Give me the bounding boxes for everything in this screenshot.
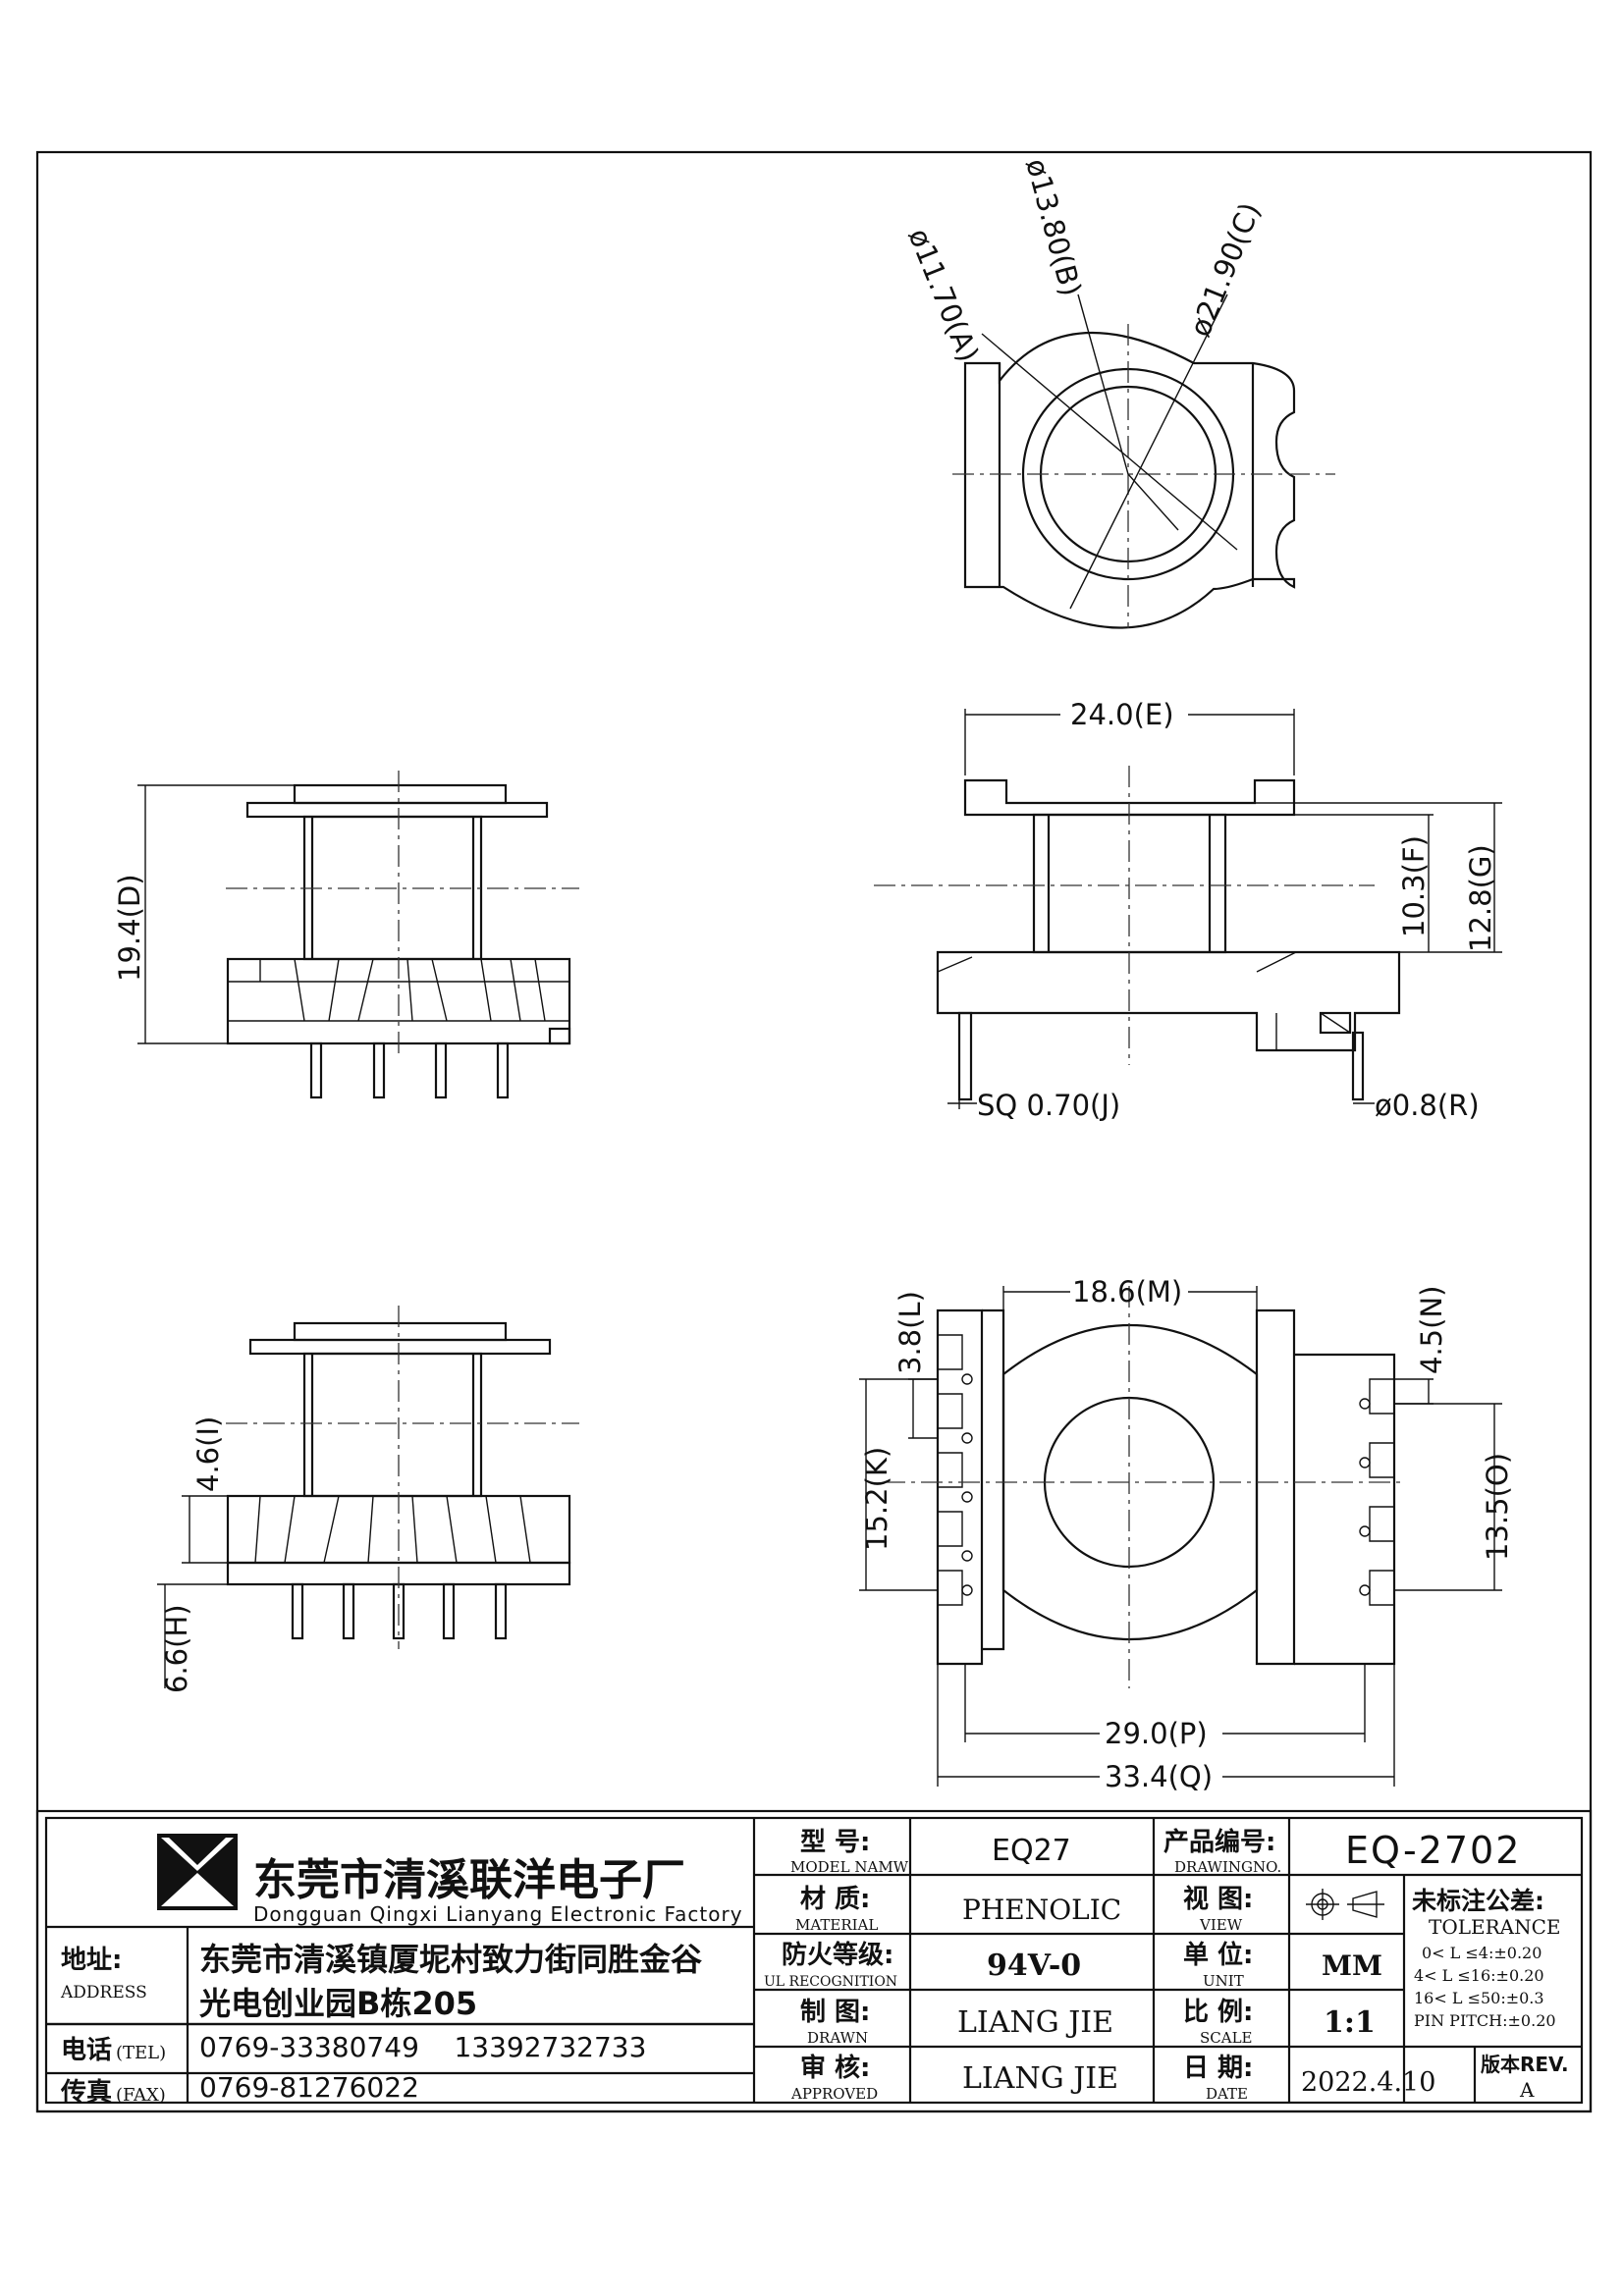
approved-label-en: APPROVED — [790, 2085, 878, 2103]
rev-value: A — [1519, 2078, 1535, 2102]
tolerance-label-en: TOLERANCE — [1429, 1915, 1561, 1939]
date-label-en: DATE — [1206, 2085, 1248, 2103]
material-value: PHENOLIC — [962, 1894, 1121, 1926]
dim-l: 3.8(L) — [893, 1291, 927, 1374]
address-label-en: ADDRESS — [60, 1983, 147, 2002]
top-view: ø11.70(A) ø13.80(B) ø21.90(C) — [902, 155, 1335, 629]
company-name-cn: 东莞市清溪联洋电子厂 — [253, 1855, 685, 1905]
material-label-en: MATERIAL — [795, 1916, 878, 1934]
dim-h: 6.6(H) — [160, 1604, 193, 1693]
tolerance-line-3: 16< L ≤50:±0.3 — [1414, 1989, 1544, 2007]
dim-i: 4.6(I) — [191, 1416, 225, 1492]
projection-symbol-icon — [1306, 1889, 1384, 1920]
tel-value: 0769-33380749 13392732733 — [199, 2031, 646, 2063]
dim-e: 24.0(E) — [1070, 698, 1174, 731]
address-line-2: 光电创业园B栋205 — [199, 1985, 477, 2022]
approved-label-cn: 审 核: — [800, 2053, 870, 2083]
view-label-en: VIEW — [1199, 1916, 1243, 1934]
dim-c: ø21.90(C) — [1183, 198, 1267, 342]
date-label-cn: 日 期: — [1183, 2054, 1253, 2083]
unit-value: MM — [1322, 1949, 1382, 1982]
model-value: EQ27 — [992, 1834, 1071, 1868]
dim-d: 19.4(D) — [113, 874, 146, 982]
scale-label-en: SCALE — [1200, 2029, 1253, 2047]
drawn-label-en: DRAWN — [807, 2029, 868, 2047]
unit-label-cn: 单 位: — [1183, 1940, 1253, 1970]
approved-value: LIANG JIE — [962, 2061, 1118, 2096]
dim-k: 15.2(K) — [860, 1447, 893, 1551]
dim-a: ø11.70(A) — [902, 224, 986, 367]
date-value: 2022.4.10 — [1301, 2067, 1435, 2098]
view-label-cn: 视 图: — [1183, 1885, 1253, 1914]
dim-o: 13.5(O) — [1481, 1453, 1514, 1561]
fax-label-en: (FAX) — [116, 2085, 166, 2106]
dim-b: ø13.80(B) — [1019, 155, 1088, 299]
left-lower-view: 4.6(I) 6.6(H) — [157, 1306, 579, 1693]
fax-label-cn: 传真 — [60, 2078, 112, 2108]
model-label-en: MODEL NAMW — [790, 1858, 909, 1876]
material-label-cn: 材 质: — [800, 1885, 870, 1914]
unit-label-en: UNIT — [1203, 1972, 1244, 1990]
bottom-view: 18.6(M) 3.8(L) 15.2(K) 4.5(N) 13.5(O) 29… — [859, 1275, 1514, 1793]
dim-r: ø0.8(R) — [1375, 1089, 1480, 1122]
address-label-cn: 地址: — [61, 1946, 122, 1975]
tolerance-line-2: 4< L ≤16:±0.20 — [1414, 1966, 1544, 1985]
address-line-1: 东莞市清溪镇厦坭村致力街同胜金谷 — [199, 1941, 702, 1978]
company-logo-icon — [157, 1834, 238, 1910]
scale-value: 1:1 — [1324, 2005, 1376, 2040]
dim-m: 18.6(M) — [1072, 1275, 1182, 1308]
drawing-no-label-en: DRAWINGNO. — [1174, 1858, 1281, 1876]
dim-g: 12.8(G) — [1464, 844, 1497, 952]
tel-label-cn: 电话 — [61, 2036, 112, 2065]
title-block: 东莞市清溪联洋电子厂 Dongguan Qingxi Lianyang Elec… — [35, 1809, 1593, 2113]
drawn-value: LIANG JIE — [957, 2005, 1113, 2040]
dim-j: SQ 0.70(J) — [977, 1089, 1120, 1122]
fax-value: 0769-81276022 — [199, 2071, 419, 2104]
tolerance-line-4: PIN PITCH:±0.20 — [1414, 2011, 1556, 2030]
scale-label-cn: 比 例: — [1183, 1998, 1253, 2027]
dim-q: 33.4(Q) — [1105, 1760, 1213, 1793]
ul-label-cn: 防火等级: — [782, 1940, 893, 1970]
dim-p: 29.0(P) — [1105, 1717, 1208, 1750]
drawn-label-cn: 制 图: — [800, 1998, 870, 2027]
front-view: 24.0(E) 10.3(F) 12.8(G) SQ 0.70(J) ø0.8(… — [874, 698, 1502, 1122]
left-side-view: 19.4(D) — [113, 771, 579, 1099]
dim-f: 10.3(F) — [1397, 835, 1431, 937]
drawing-no-label-cn: 产品编号: — [1163, 1827, 1275, 1857]
tolerance-label-cn: 未标注公差: — [1412, 1887, 1544, 1915]
drawing-no-value: EQ-2702 — [1345, 1829, 1521, 1872]
ul-label-en: UL RECOGNITION — [764, 1974, 897, 1990]
tel-label-en: (TEL) — [116, 2043, 166, 2063]
model-label-cn: 型 号: — [800, 1828, 870, 1857]
company-name-en: Dongguan Qingxi Lianyang Electronic Fact… — [253, 1902, 743, 1926]
rev-label: 版本REV. — [1481, 2053, 1569, 2076]
ul-value: 94V-0 — [987, 1949, 1081, 1983]
dim-n: 4.5(N) — [1415, 1286, 1448, 1374]
tolerance-line-1: 0< L ≤4:±0.20 — [1422, 1944, 1542, 1962]
